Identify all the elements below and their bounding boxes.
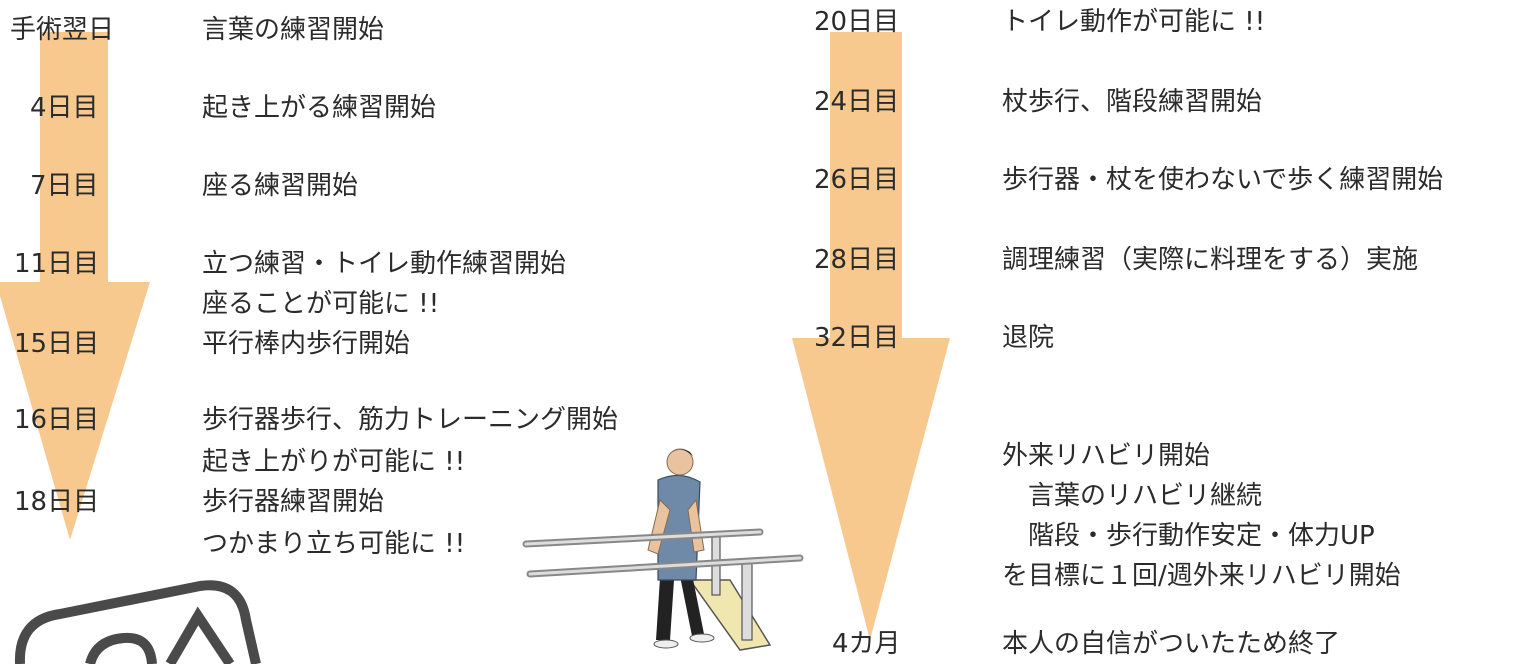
day-label: 7日目 — [30, 171, 99, 201]
day-label: 4カ月 — [832, 629, 901, 659]
step-text: 起き上がる練習開始 — [202, 93, 437, 123]
step-text: 階段・歩行動作安定・体力UP — [1002, 521, 1375, 551]
day-label: 18日目 — [14, 487, 100, 517]
speech-bubble-decoration — [14, 580, 261, 664]
day-label: 24日目 — [814, 87, 900, 117]
day-label: 11日目 — [14, 249, 100, 279]
day-label: 4日目 — [30, 93, 99, 123]
step-text: 言葉の練習開始 — [202, 15, 385, 45]
step-text: つかまり立ち可能に !! — [202, 529, 466, 559]
day-label: 手術翌日 — [10, 15, 115, 45]
step-text: を目標に１回/週外来リハビリ開始 — [1002, 561, 1401, 591]
step-text: 起き上がりが可能に !! — [202, 447, 466, 477]
day-label: 20日目 — [814, 7, 900, 37]
step-text: 退院 — [1002, 323, 1055, 353]
step-text: 杖歩行、階段練習開始 — [1002, 87, 1263, 117]
day-label: 26日目 — [814, 165, 900, 195]
day-label: 32日目 — [814, 323, 900, 353]
step-text: トイレ動作が可能に !! — [1002, 7, 1266, 37]
day-label: 28日目 — [814, 245, 900, 275]
step-text: 座ることが可能に !! — [202, 289, 440, 319]
timeline-arrow-left — [0, 32, 150, 540]
step-text: 歩行器練習開始 — [202, 487, 385, 517]
step-text: 言葉のリハビリ継続 — [1002, 481, 1263, 511]
step-text: 歩行器・杖を使わないで歩く練習開始 — [1002, 165, 1444, 195]
parallel-bars-walking-illustration — [522, 448, 804, 651]
step-text: 本人の自信がついたため終了 — [1002, 629, 1341, 659]
step-text: 座る練習開始 — [202, 171, 359, 201]
day-label: 15日目 — [14, 329, 100, 359]
day-label: 16日目 — [14, 405, 100, 435]
step-text: 歩行器歩行、筋力トレーニング開始 — [202, 405, 619, 435]
step-text: 外来リハビリ開始 — [1002, 441, 1211, 471]
step-text: 立つ練習・トイレ動作練習開始 — [202, 249, 567, 279]
step-text: 平行棒内歩行開始 — [202, 329, 411, 359]
step-text: 調理練習（実際に料理をする）実施 — [1002, 245, 1419, 275]
